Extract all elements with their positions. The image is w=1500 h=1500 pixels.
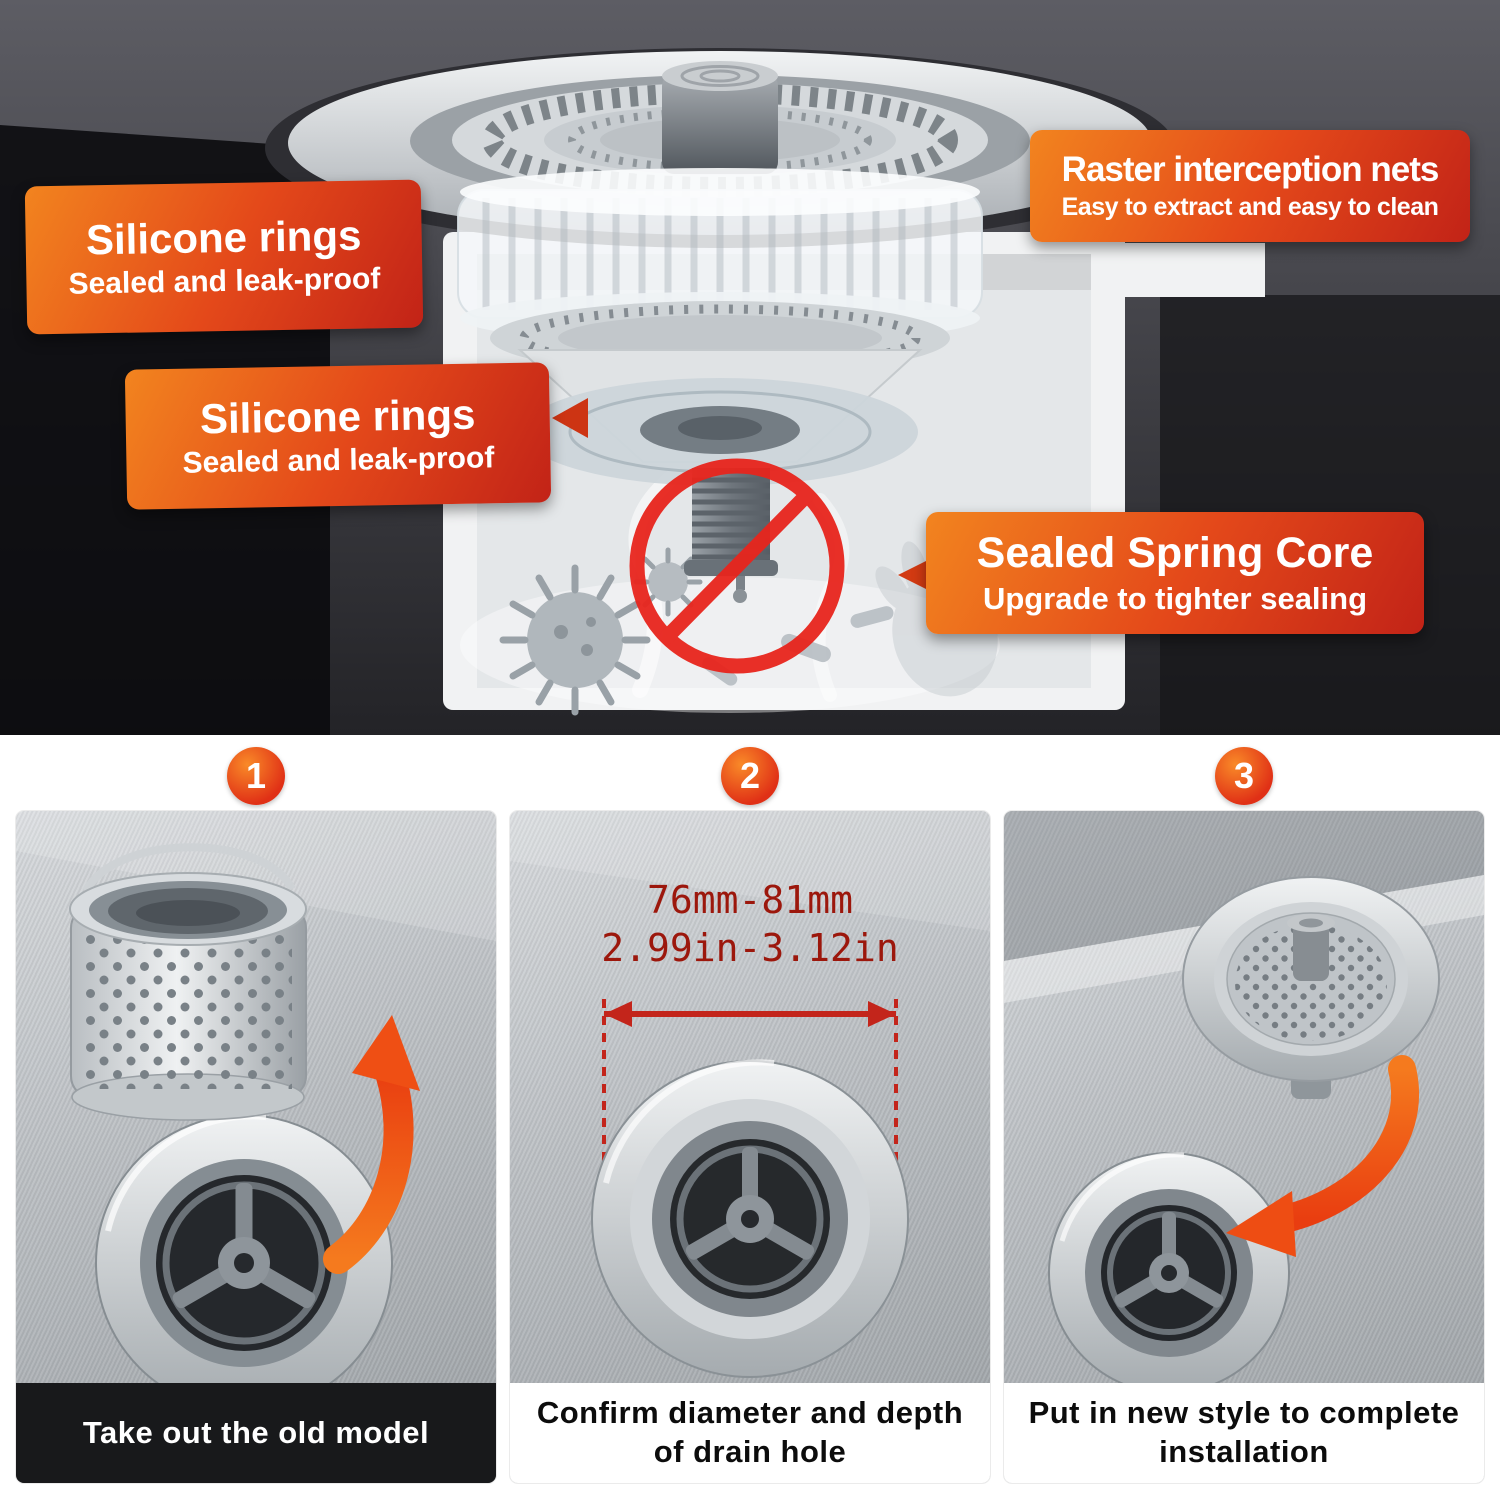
callout-title: Sealed Spring Core (976, 529, 1374, 578)
step-2-photo: 76mm-81mm 2.99in-3.12in (510, 811, 990, 1483)
step-caption: Confirm diameter and depth of drain hole (510, 1383, 990, 1483)
callout-raster-nets: Raster interception nets Easy to extract… (1030, 130, 1470, 242)
step-1-photo: Take out the old model (16, 811, 496, 1483)
strainer-knob (662, 61, 778, 174)
callout-sealed-spring-core: Sealed Spring Core Upgrade to tighter se… (926, 512, 1424, 634)
step-3-illustration (1004, 811, 1484, 1383)
callout-silicone-rings-mid: Silicone rings Sealed and leak-proof (124, 362, 552, 510)
sink-corner-edge (1004, 811, 1484, 961)
arrow-down-icon (1226, 1055, 1420, 1257)
silicone-gasket (522, 378, 918, 486)
drain-hole (591, 1059, 909, 1378)
drain-hole (1048, 1152, 1290, 1383)
step-caption: Take out the old model (16, 1383, 496, 1483)
measurement-annotation: 76mm-81mm 2.99in-3.12in (601, 878, 899, 1163)
callout-subtitle: Easy to extract and easy to clean (1061, 193, 1439, 222)
callout-subtitle: Sealed and leak-proof (182, 441, 495, 480)
sink-sheen (16, 811, 496, 941)
germ-icon (499, 564, 651, 716)
measurement-arrow (602, 999, 898, 1163)
measurement-mm: 76mm-81mm (647, 878, 853, 922)
step-1: 1 (16, 747, 496, 1500)
step-3-photo: Put in new style to complete installatio… (1004, 811, 1484, 1483)
callout-pointer (552, 398, 588, 438)
step-number-badge: 3 (1215, 747, 1273, 805)
callout-title: Raster interception nets (1061, 150, 1440, 190)
callout-title: Silicone rings (199, 390, 476, 443)
installation-steps: 1 (0, 735, 1500, 1500)
sink-sheen (510, 811, 990, 931)
measurement-in: 2.99in-3.12in (601, 926, 898, 970)
callout-title: Silicone rings (85, 211, 362, 264)
step-3: 3 (1004, 747, 1484, 1500)
callout-subtitle: Sealed and leak-proof (68, 262, 381, 301)
cutaway-hero: Silicone rings Sealed and leak-proof Ras… (0, 0, 1500, 735)
step-2: 2 76mm-81mm 2.99in-3.12in (510, 747, 990, 1500)
step-number-badge: 2 (721, 747, 779, 805)
new-strainer (1182, 876, 1440, 1099)
callout-pointer (898, 558, 932, 592)
arrow-up-icon (323, 1015, 420, 1274)
prohibition-icon (629, 458, 845, 674)
callout-subtitle: Upgrade to tighter sealing (982, 581, 1368, 617)
step-1-illustration (16, 811, 496, 1383)
step-number-badge: 1 (227, 747, 285, 805)
old-strainer-basket (69, 843, 307, 1121)
step-caption: Put in new style to complete installatio… (1004, 1383, 1484, 1483)
step-2-illustration: 76mm-81mm 2.99in-3.12in (510, 811, 990, 1378)
callout-silicone-rings-top: Silicone rings Sealed and leak-proof (24, 179, 424, 335)
